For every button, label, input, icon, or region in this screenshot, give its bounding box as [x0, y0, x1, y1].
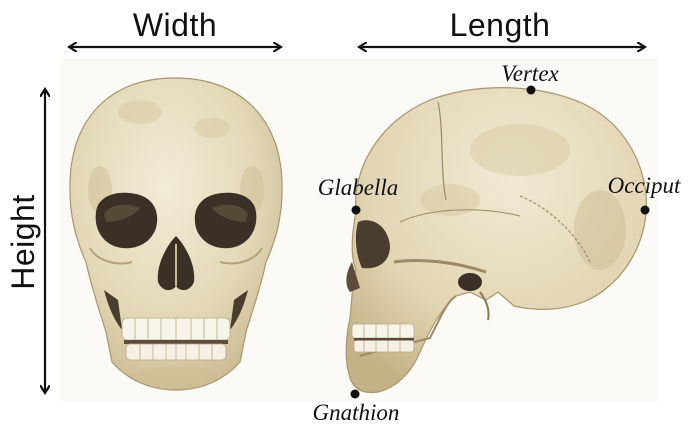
- front-chin-shading: [136, 366, 216, 386]
- height-label: Height: [5, 194, 41, 290]
- length-label: Length: [450, 7, 551, 43]
- left-orbit: [96, 193, 158, 248]
- front-shading: [118, 100, 162, 124]
- width-label: Width: [133, 7, 217, 43]
- occiput-label: Occiput: [608, 173, 681, 198]
- occiput-point: [641, 206, 650, 215]
- glabella-point: [352, 206, 361, 215]
- width-measure: Width: [70, 7, 280, 47]
- right-orbit: [195, 193, 257, 248]
- gnathion-point: [351, 390, 360, 399]
- height-measure: Height: [5, 90, 45, 392]
- front-upper-teeth: [122, 318, 230, 340]
- vertex-label: Vertex: [501, 61, 559, 86]
- glabella-label: Glabella: [318, 175, 399, 200]
- side-shading: [420, 184, 480, 216]
- vertex-point: [527, 86, 536, 95]
- front-bite-line: [124, 340, 228, 344]
- front-shading: [194, 118, 230, 138]
- front-lower-teeth: [126, 344, 226, 360]
- length-measure: Length: [360, 7, 644, 47]
- side-shading: [470, 124, 570, 176]
- gnathion-label: Gnathion: [313, 400, 400, 425]
- side-bite-line: [354, 338, 414, 341]
- ear-canal: [458, 273, 482, 291]
- side-shading: [574, 190, 626, 270]
